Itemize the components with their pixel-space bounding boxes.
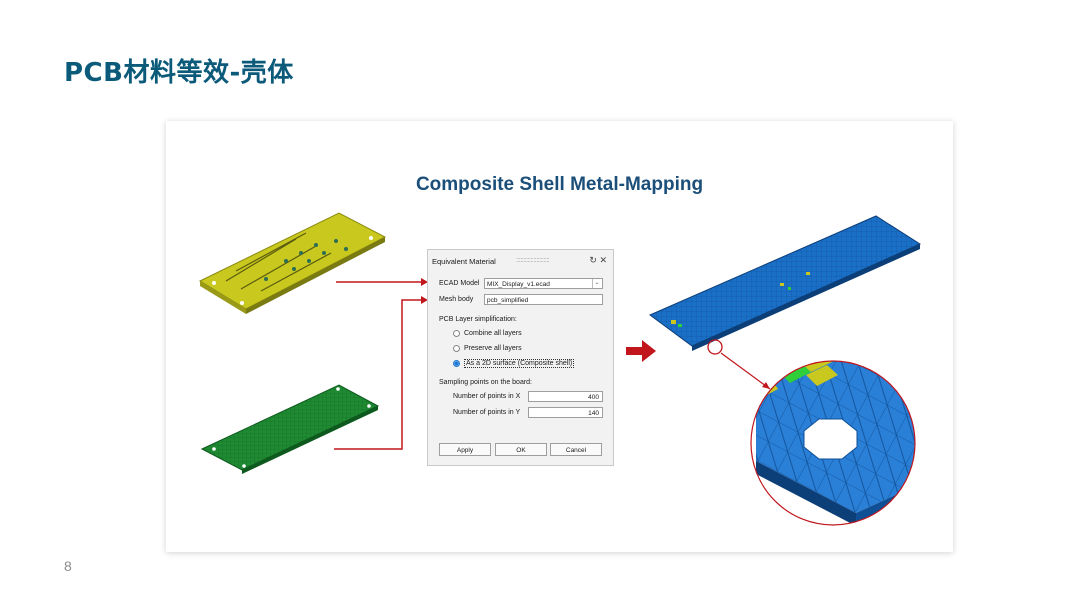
option-combine-label: Combine all layers <box>464 330 522 337</box>
close-icon[interactable]: ✕ <box>599 255 607 265</box>
points-x-field[interactable]: 400 <box>528 391 603 402</box>
radio-2d-surface[interactable] <box>453 360 460 367</box>
apply-button[interactable]: Apply <box>439 443 491 456</box>
mesh-body-field[interactable]: pcb_simplified <box>484 294 603 305</box>
arrow-head-1 <box>421 278 428 286</box>
option-2d-surface-label: As a 2D surface (Composite shell) <box>464 359 575 368</box>
connector-arrows <box>334 281 421 450</box>
points-y-field[interactable]: 140 <box>528 407 603 418</box>
points-y-label: Number of points in Y <box>453 409 521 416</box>
pcb-green-board <box>200 384 380 474</box>
reset-icon[interactable]: ↻ <box>589 255 597 265</box>
ecad-model-select[interactable]: MIX_Display_v1.ecad ⌄ <box>484 278 603 289</box>
figure-title: Composite Shell Metal-Mapping <box>415 174 704 195</box>
mesh-body-label: Mesh body <box>439 296 474 303</box>
dialog-drag-handle[interactable]: ::::::::::::::::::::::: <box>516 257 550 264</box>
ecad-model-value: MIX_Display_v1.ecad <box>487 281 550 288</box>
ecad-model-label: ECAD Model <box>439 280 480 287</box>
radio-combine-all-layers[interactable] <box>453 330 460 337</box>
big-arrow-icon <box>626 340 656 362</box>
points-x-label: Number of points in X <box>453 393 521 400</box>
chevron-down-icon[interactable]: ⌄ <box>592 279 601 288</box>
slide-title: PCB材料等效-壳体 <box>64 58 294 88</box>
radio-preserve-all-layers[interactable] <box>453 345 460 352</box>
figure-card: Composite Shell Metal-Mapping <box>166 121 953 552</box>
layer-simplification-label: PCB Layer simplification: <box>439 316 517 323</box>
page-number: 8 <box>64 558 72 574</box>
cancel-button[interactable]: Cancel <box>550 443 602 456</box>
mesh-body-value: pcb_simplified <box>487 297 529 304</box>
equivalent-material-dialog: Equivalent Material ::::::::::::::::::::… <box>427 249 614 466</box>
sampling-label: Sampling points on the board: <box>439 379 533 386</box>
figure-illustration <box>198 212 922 526</box>
option-preserve-label: Preserve all layers <box>464 345 522 352</box>
zoom-detail <box>750 360 916 526</box>
pcb-mesh-board <box>649 215 922 390</box>
dialog-title: Equivalent Material <box>432 257 496 266</box>
arrow-head-2 <box>421 296 428 304</box>
pcb-yellow-board <box>198 212 387 314</box>
ok-button[interactable]: OK <box>495 443 547 456</box>
